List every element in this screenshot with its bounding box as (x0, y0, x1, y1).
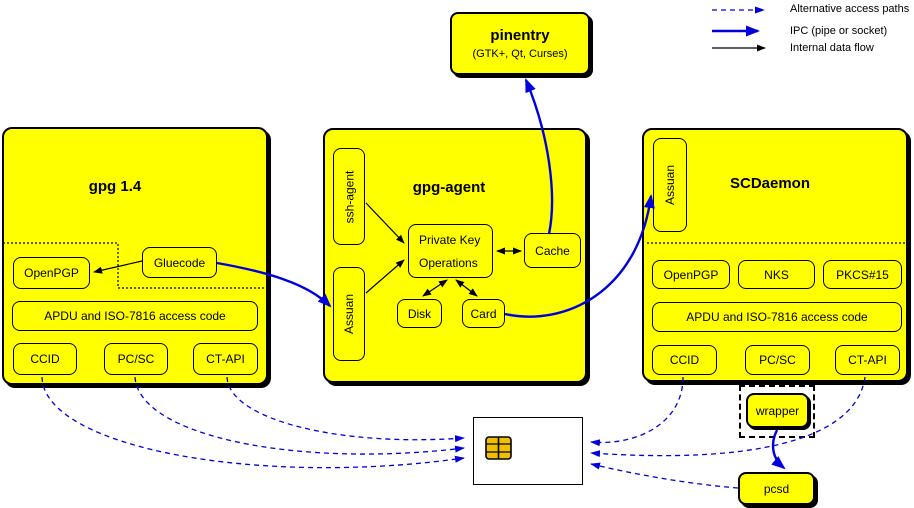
wrapper-node: wrapper (746, 393, 809, 428)
gpg14-openpgp-node: OpenPGP (13, 257, 90, 289)
scdaemon-ccid-node: CCID (652, 345, 717, 375)
scdaemon-ctapi-node: CT-API (835, 345, 900, 375)
pinentry-subtitle: (GTK+, Qt, Curses) (472, 48, 568, 60)
gpg14-apdu-node: APDU and ISO-7816 access code (12, 301, 258, 331)
legend-label-ipc: IPC (pipe or socket) (790, 25, 888, 37)
alt-gpg14-ctapi-to-card (226, 376, 465, 443)
card-node: Card (462, 299, 505, 328)
pcsd-node: pcsd (738, 472, 815, 505)
scdaemon-title: SCDaemon (729, 175, 811, 192)
scd-assuan-label: Assuan (663, 164, 677, 206)
gpg14-pcsc-node: PC/SC (104, 343, 168, 375)
legend-label-alternative: Alternative access paths (790, 3, 910, 15)
ssh-agent-label: ssh-agent (342, 170, 357, 223)
pinentry-box: pinentry (GTK+, Qt, Curses) (450, 12, 590, 75)
alt-gpg14-pcsc-to-card (134, 376, 465, 455)
gpg14-title: gpg 1.4 (88, 178, 142, 195)
pko-line2: Operations (419, 255, 478, 270)
private-key-operations-node: Private Key Operations (408, 224, 493, 278)
gpg14-gluecode-node: Gluecode (142, 247, 217, 278)
scdaemon-openpgp-node: OpenPGP (652, 260, 730, 289)
gpg-agent-ssh-agent-node: ssh-agent (333, 148, 365, 245)
disk-node: Disk (397, 299, 442, 328)
alt-pcsd-to-card (590, 462, 739, 489)
pko-line1: Private Key (419, 232, 481, 247)
gpg-agent-assuan-node: Assuan (333, 267, 365, 361)
legend-label-internal: Internal data flow (790, 42, 874, 54)
pinentry-title: pinentry (490, 27, 550, 44)
scdaemon-nks-node: NKS (738, 260, 815, 289)
cache-node: Cache (524, 233, 581, 268)
scdaemon-pkcs15-node: PKCS#15 (823, 260, 902, 289)
alt-scdaemon-ccid-to-card (590, 376, 684, 447)
scdaemon-apdu-node: APDU and ISO-7816 access code (652, 302, 902, 332)
scdaemon-pcsc-node: PC/SC (745, 345, 810, 375)
gpg14-ctapi-node: CT-API (193, 343, 258, 375)
alt-scdaemon-ctapi-to-card (590, 376, 866, 458)
smartcard-chip-icon (485, 436, 512, 460)
alt-gpg14-ccid-to-card (41, 376, 465, 469)
gpg14-ccid-node: CCID (13, 343, 77, 375)
scdaemon-assuan-node: Assuan (653, 138, 687, 232)
assuan-label: Assuan (342, 293, 356, 335)
smartcard (473, 417, 583, 485)
gpg-agent-title: gpg-agent (412, 179, 486, 196)
